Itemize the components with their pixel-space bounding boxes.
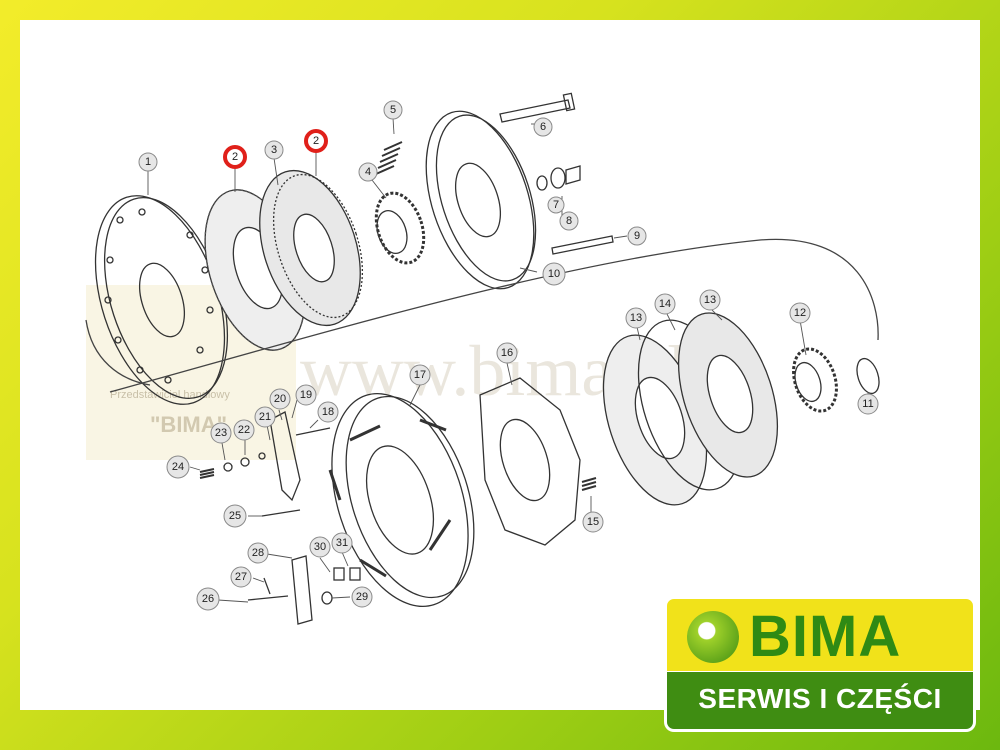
- callout-part-24: 24: [166, 455, 190, 479]
- callout-part-7: 7: [547, 196, 565, 214]
- callout-part-27: 27: [230, 566, 252, 588]
- callout-part-18: 18: [317, 401, 339, 423]
- leader-lines: [147, 117, 869, 603]
- svg-text:20: 20: [274, 393, 286, 405]
- callout-part-15: 15: [582, 511, 604, 533]
- logo-brand: BIMA: [749, 604, 902, 669]
- svg-text:8: 8: [566, 215, 572, 227]
- logo-top-band: BIMA: [664, 596, 976, 674]
- svg-text:14: 14: [659, 298, 671, 310]
- svg-text:2: 2: [232, 151, 238, 163]
- callout-part-11: 11: [857, 393, 879, 415]
- svg-text:3: 3: [271, 144, 277, 156]
- callout-part-12: 12: [789, 302, 811, 324]
- logo-tagline: SERWIS I CZĘŚCI: [664, 672, 976, 732]
- part-9-pin: [551, 235, 614, 255]
- logo-ball-icon: [687, 611, 739, 663]
- part-4-gear-hub: [374, 191, 426, 265]
- callout-part-28: 28: [247, 542, 269, 564]
- svg-text:6: 6: [540, 121, 546, 133]
- part-16-plate: [479, 377, 581, 546]
- callout-part-16: 16: [496, 342, 518, 364]
- callout-part-3: 3: [264, 140, 284, 160]
- svg-text:17: 17: [414, 369, 426, 381]
- svg-text:2: 2: [313, 135, 319, 147]
- svg-text:23: 23: [215, 427, 227, 439]
- callout-part-13-right: 13: [699, 289, 721, 311]
- callout-part-17: 17: [409, 364, 431, 386]
- callout-part-22: 22: [233, 419, 255, 441]
- svg-text:22: 22: [238, 424, 250, 436]
- svg-text:12: 12: [794, 307, 806, 319]
- svg-text:10: 10: [548, 268, 560, 280]
- svg-text:15: 15: [587, 516, 599, 528]
- part-7-8-fittings: [536, 165, 581, 191]
- callout-part-8: 8: [559, 211, 579, 231]
- callout-part-31: 31: [331, 532, 353, 554]
- svg-text:29: 29: [356, 591, 368, 603]
- callout-part-21: 21: [254, 406, 276, 428]
- svg-text:27: 27: [235, 571, 247, 583]
- svg-text:5: 5: [390, 104, 396, 116]
- part-17-housing: [328, 392, 475, 608]
- svg-text:9: 9: [634, 230, 640, 242]
- part-6-bolt: [499, 92, 576, 123]
- callout-part-23: 23: [210, 422, 232, 444]
- bima-logo: BIMA SERWIS I CZĘŚCI: [664, 596, 976, 732]
- callout-part-30: 30: [309, 536, 331, 558]
- svg-text:26: 26: [202, 593, 214, 605]
- part-3-pressure-plate: [259, 169, 364, 327]
- callout-part-29: 29: [351, 586, 373, 608]
- callout-part-1: 1: [138, 152, 158, 172]
- lever-assembly-lower: [247, 555, 361, 625]
- part-15-spring: [581, 477, 597, 491]
- callout-part-10: 10: [542, 262, 566, 286]
- watermark-dealer-line: Przedstawiciel handlowy: [110, 389, 230, 401]
- svg-text:28: 28: [252, 547, 264, 559]
- callout-part-2-highlighted: 2: [223, 145, 247, 169]
- svg-text:7: 7: [553, 199, 559, 211]
- callout-part-20: 20: [269, 388, 291, 410]
- svg-text:25: 25: [229, 510, 241, 522]
- part-13-friction-disc-b: [677, 312, 779, 478]
- lever-assembly-upper: [199, 411, 331, 517]
- svg-text:13: 13: [704, 294, 716, 306]
- part-5-spring: [375, 141, 403, 175]
- svg-text:18: 18: [322, 406, 334, 418]
- callout-part-4: 4: [358, 162, 378, 182]
- watermark: www.bima.pl Przedstawiciel handlowy "BIM…: [86, 285, 687, 460]
- callout-part-25: 25: [223, 504, 247, 528]
- svg-text:21: 21: [259, 411, 271, 423]
- callout-part-26: 26: [196, 587, 220, 611]
- callout-part-6: 6: [533, 117, 553, 137]
- callout-part-13-left: 13: [625, 307, 647, 329]
- part-callouts: 1 2 3 2 4 5 6 7 8 9 10 11 12 13 14 13 16…: [138, 100, 879, 611]
- part-12-gear: [792, 347, 838, 413]
- svg-text:4: 4: [365, 166, 371, 178]
- part-10-cover: [425, 110, 537, 290]
- callout-part-14: 14: [654, 293, 676, 315]
- drive-line: [109, 238, 879, 393]
- svg-text:13: 13: [630, 312, 642, 324]
- svg-text:16: 16: [501, 347, 513, 359]
- callout-part-5: 5: [383, 100, 403, 120]
- callout-part-2b-highlighted: 2: [304, 129, 328, 153]
- callout-part-9: 9: [627, 226, 647, 246]
- svg-text:11: 11: [862, 398, 873, 410]
- svg-text:1: 1: [145, 156, 151, 168]
- part-11-snap-ring: [856, 357, 880, 395]
- callout-part-19: 19: [295, 384, 317, 406]
- svg-text:31: 31: [336, 537, 348, 549]
- svg-text:30: 30: [314, 541, 326, 553]
- svg-text:19: 19: [300, 389, 312, 401]
- svg-text:24: 24: [172, 461, 184, 473]
